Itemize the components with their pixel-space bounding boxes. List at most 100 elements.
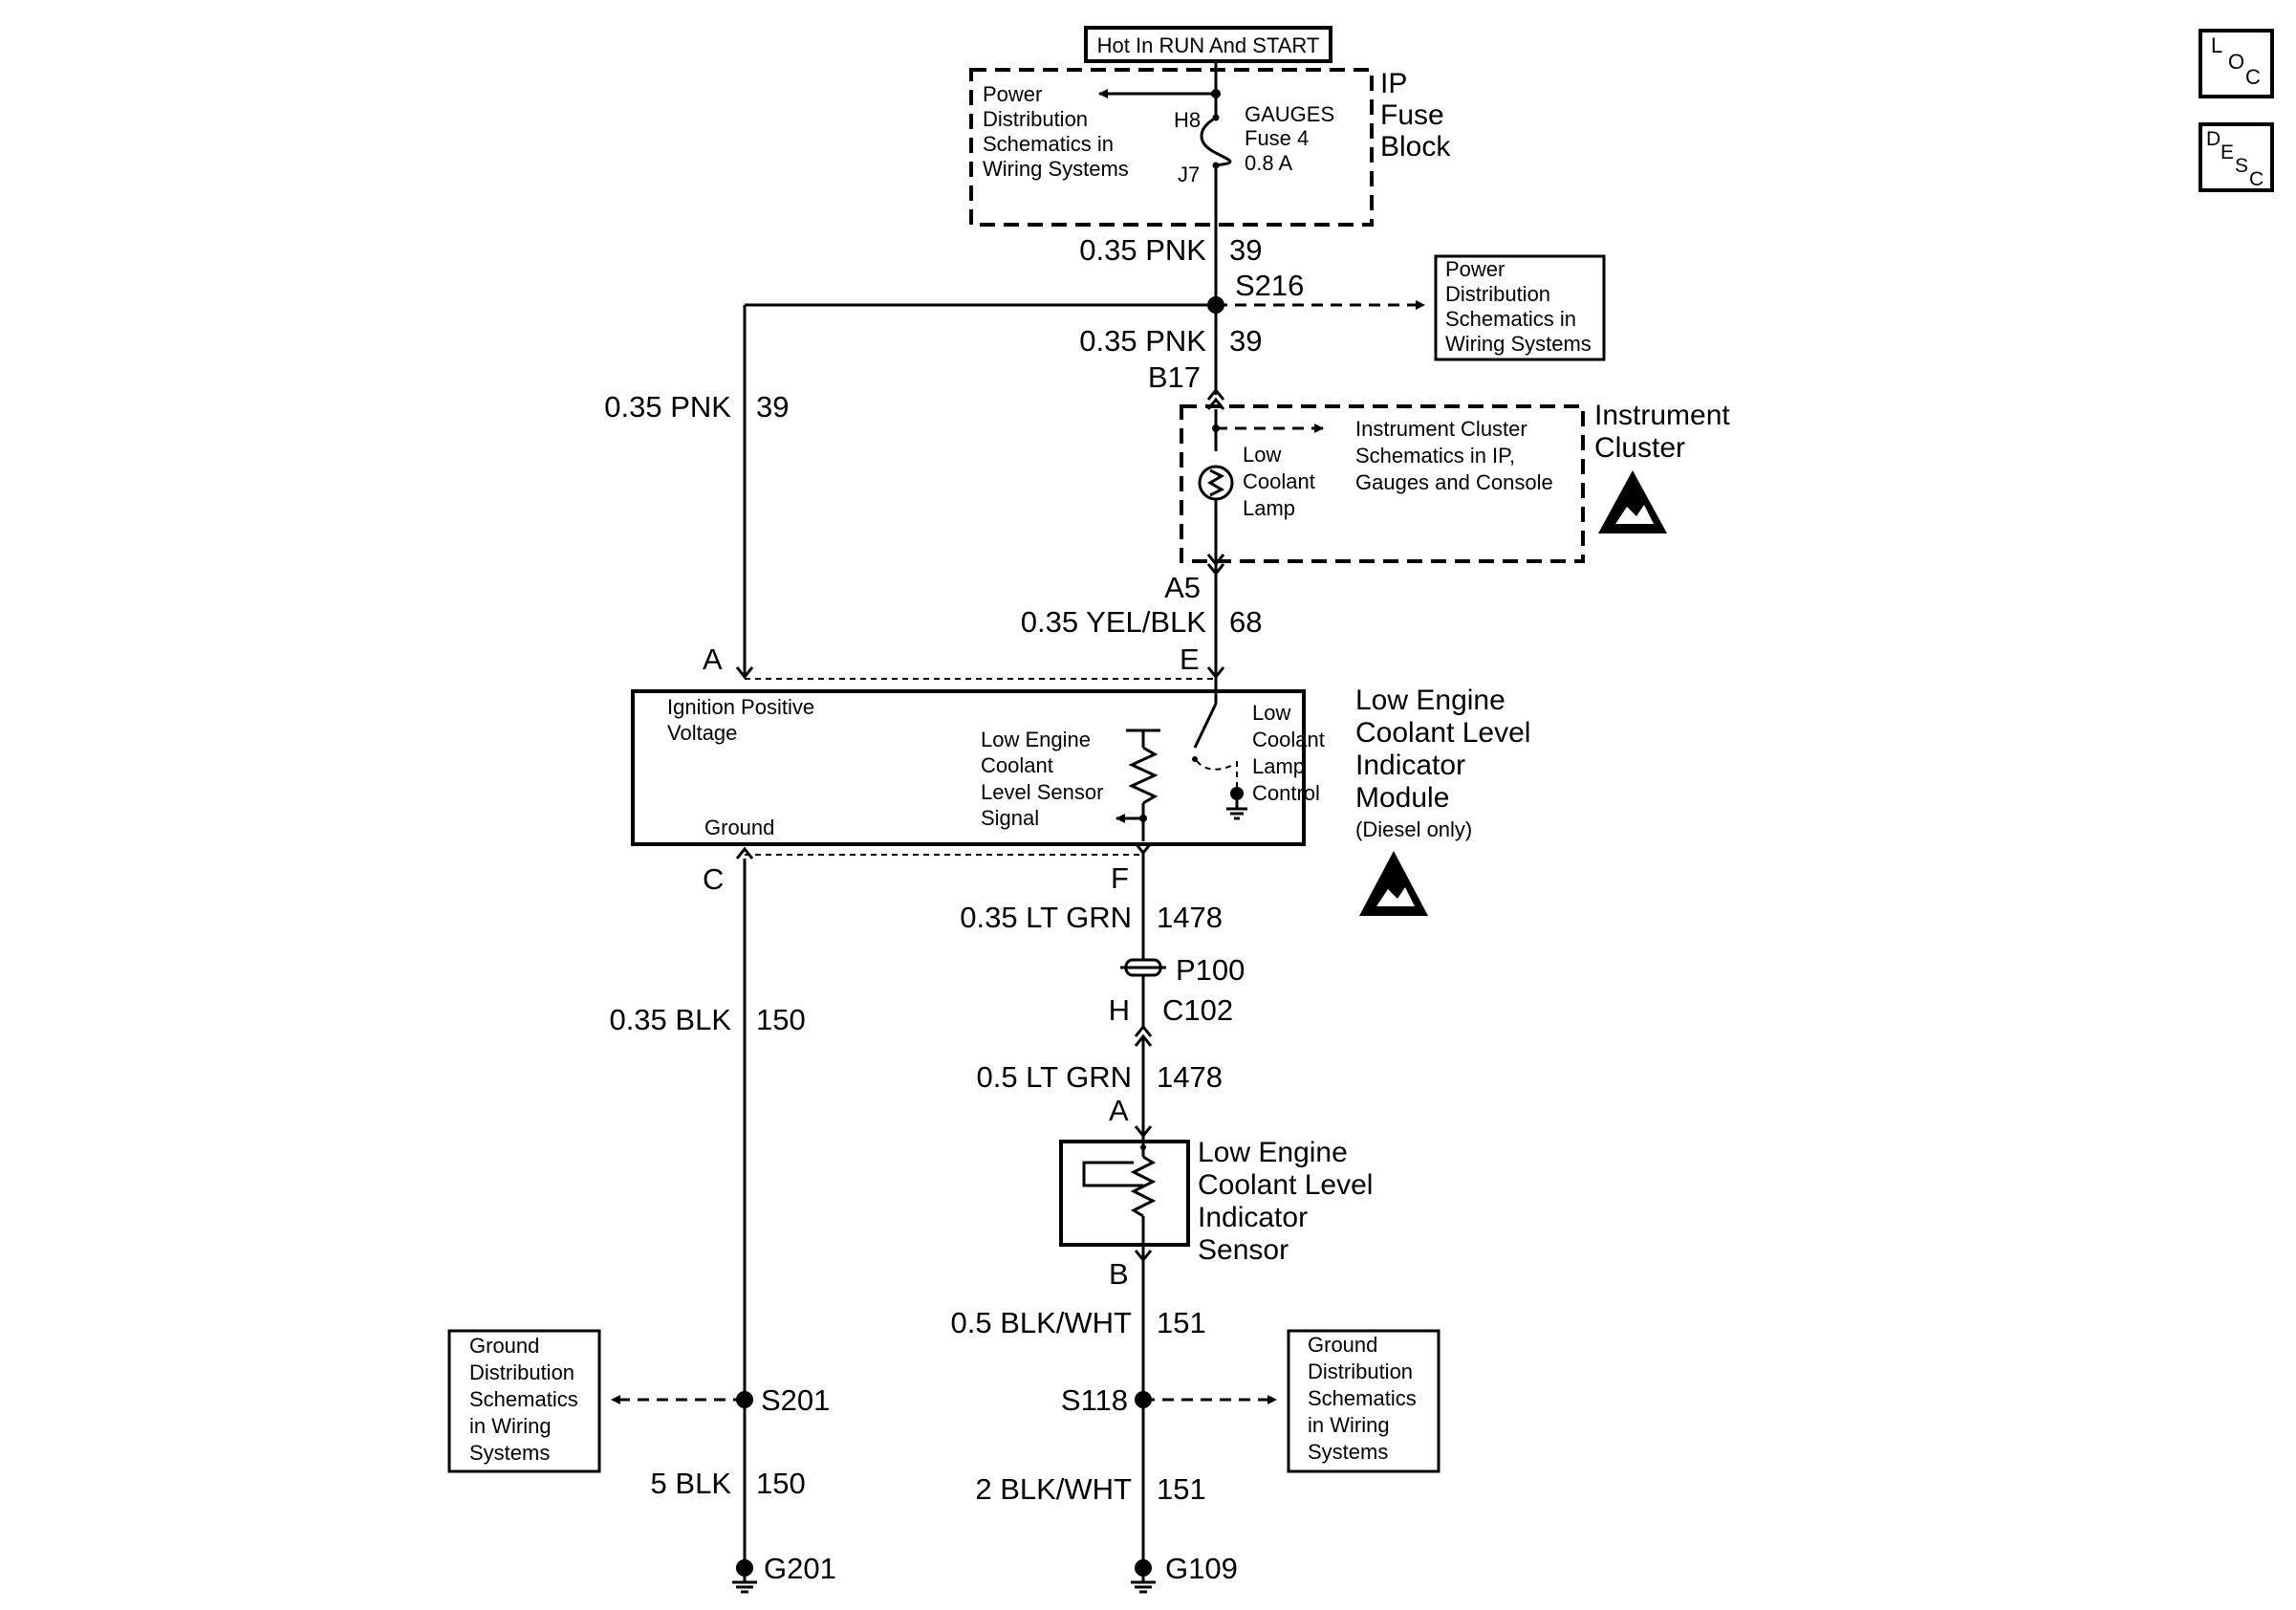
sensor-title-line4: Sensor — [1198, 1234, 1289, 1266]
wire-w9-gauge: 0.35 BLK — [609, 1003, 731, 1036]
ground-ref-right-line5: Systems — [1308, 1440, 1388, 1464]
module-pin-e: E — [1180, 642, 1200, 676]
esd-warning-icon-cluster — [1598, 470, 1667, 533]
fuse-ref-line2: Distribution — [983, 107, 1088, 131]
fuse-block-title-line3: Block — [1380, 131, 1451, 163]
fuse-name-line1: GAUGES — [1245, 102, 1334, 126]
ground-ref-left-line4: in Wiring — [469, 1414, 552, 1438]
wire-w9-circuit: 150 — [756, 1003, 806, 1036]
ground-ref-left-line5: Systems — [469, 1441, 550, 1465]
wire-w6-circuit: 1478 — [1157, 1060, 1223, 1094]
sensor-connector-a — [1134, 1125, 1153, 1139]
wire-w6-gauge: 0.5 LT GRN — [976, 1060, 1132, 1094]
connector-a-symbol — [735, 666, 754, 680]
module-lamp-ctrl-line4: Control — [1252, 781, 1320, 805]
sensor-pin-b: B — [1109, 1257, 1129, 1291]
wire-w4-gauge: 0.35 YEL/BLK — [1021, 605, 1207, 639]
desc-button[interactable]: D E S C — [2199, 122, 2274, 192]
sensor-title-line2: Coolant Level — [1198, 1169, 1373, 1201]
module-ground-label: Ground — [704, 816, 774, 839]
power-ref-line2: Distribution — [1445, 282, 1550, 306]
fuse-symbol — [1200, 116, 1232, 167]
c102-label: C102 — [1162, 993, 1233, 1027]
module-ign-line2: Voltage — [667, 721, 737, 745]
module-ground-icon — [1226, 787, 1247, 820]
ground-g201-icon — [732, 1559, 757, 1594]
fuse-ref-line4: Wiring Systems — [983, 157, 1129, 181]
ground-g201-label: G201 — [764, 1552, 836, 1585]
module-subtitle: (Diesel only) — [1355, 817, 1472, 841]
cluster-title-line2: Cluster — [1594, 432, 1685, 464]
loc-letter-l: L — [2211, 33, 2222, 57]
hot-label-box — [1084, 26, 1332, 63]
wire-w1-circuit: 39 — [1229, 233, 1262, 267]
wire-w7-gauge: 0.5 BLK/WHT — [951, 1306, 1133, 1339]
wire-w5-gauge: 0.35 LT GRN — [960, 901, 1132, 934]
loc-button[interactable]: L O C — [2199, 29, 2274, 98]
fuse-name-line2: Fuse 4 — [1245, 126, 1309, 150]
p100-label: P100 — [1176, 953, 1245, 987]
connector-b17-top — [1206, 387, 1225, 401]
module-signal-line1: Low Engine — [981, 728, 1091, 751]
sensor-variable-resistor-icon — [1082, 1142, 1157, 1245]
power-ref-line1: Power — [1445, 257, 1505, 281]
c102-connector-top — [1134, 1024, 1153, 1037]
ground-g109-label: G109 — [1165, 1552, 1238, 1585]
ground-ref-right-line1: Ground — [1308, 1333, 1377, 1357]
fuse-ref-line3: Schematics in — [983, 132, 1114, 156]
wire-w3-circuit: 39 — [756, 390, 789, 424]
module-title-line3: Indicator — [1355, 750, 1465, 781]
desc-letter-s: S — [2235, 155, 2248, 177]
module-signal-line3: Level Sensor — [981, 780, 1103, 804]
module-pin-a: A — [703, 642, 723, 676]
ground-g109-icon — [1131, 1559, 1156, 1594]
c102-pin-h: H — [1109, 993, 1130, 1027]
wire-w7-circuit: 151 — [1157, 1306, 1206, 1339]
lamp-control-switch — [1192, 675, 1238, 790]
module-lamp-ctrl-line1: Low — [1252, 701, 1290, 725]
sensor-box — [1059, 1140, 1190, 1247]
fuse-block-title-line2: Fuse — [1380, 99, 1444, 131]
loc-letter-c: C — [2245, 65, 2261, 89]
fuse-name-line3: 0.8 A — [1245, 151, 1292, 175]
ground-ref-box-right — [1287, 1329, 1440, 1473]
ground-ref-right-line4: in Wiring — [1308, 1413, 1390, 1437]
cluster-ref-line1: Instrument Cluster — [1355, 417, 1527, 441]
wire-w2-gauge: 0.35 PNK — [1079, 324, 1206, 358]
module-title-line4: Module — [1355, 782, 1449, 814]
wire-w10-gauge: 5 BLK — [651, 1467, 732, 1500]
desc-letter-d: D — [2206, 128, 2220, 150]
sensor-pin-a: A — [1109, 1094, 1129, 1127]
ground-ref-left-line1: Ground — [469, 1334, 539, 1358]
cluster-title-line1: Instrument — [1594, 400, 1730, 431]
wire-w2-circuit: 39 — [1229, 324, 1262, 358]
sensor-title-line1: Low Engine — [1198, 1137, 1348, 1168]
module-lamp-ctrl-line3: Lamp — [1252, 754, 1305, 778]
wire-w3-gauge: 0.35 PNK — [604, 390, 731, 424]
ground-ref-right-line3: Schematics — [1308, 1386, 1417, 1410]
p100-connector-icon — [1120, 958, 1166, 977]
wire-w8-gauge: 2 BLK/WHT — [975, 1472, 1132, 1506]
ground-ref-right-line2: Distribution — [1308, 1360, 1413, 1383]
cluster-ref-line2: Schematics in IP, — [1355, 444, 1515, 468]
fuse-block-title-line1: IP — [1380, 68, 1407, 99]
hot-label: Hot In RUN And START — [1097, 33, 1320, 57]
lamp-label-line2: Coolant — [1243, 469, 1315, 493]
instrument-cluster-box — [1180, 404, 1585, 563]
module-pin-f: F — [1111, 861, 1129, 895]
fuse-ref-line1: Power — [983, 82, 1042, 106]
cluster-pin-b17: B17 — [1148, 360, 1201, 394]
module-signal-line4: Signal — [981, 806, 1039, 830]
module-title-line1: Low Engine — [1355, 685, 1505, 716]
module-signal-line2: Coolant — [981, 753, 1053, 777]
splice-s216-label: S216 — [1235, 269, 1304, 302]
sensor-title-line3: Indicator — [1198, 1202, 1308, 1233]
module-ign-line1: Ignition Positive — [667, 695, 814, 719]
fuse-block-box — [969, 68, 1374, 227]
wire-w8-circuit: 151 — [1157, 1472, 1206, 1506]
module-pin-c: C — [703, 862, 724, 896]
wire-w5-circuit: 1478 — [1157, 901, 1223, 934]
cluster-pin-a5: A5 — [1164, 571, 1201, 604]
wire-w4-circuit: 68 — [1229, 605, 1262, 639]
wire-w1-gauge: 0.35 PNK — [1079, 233, 1206, 267]
